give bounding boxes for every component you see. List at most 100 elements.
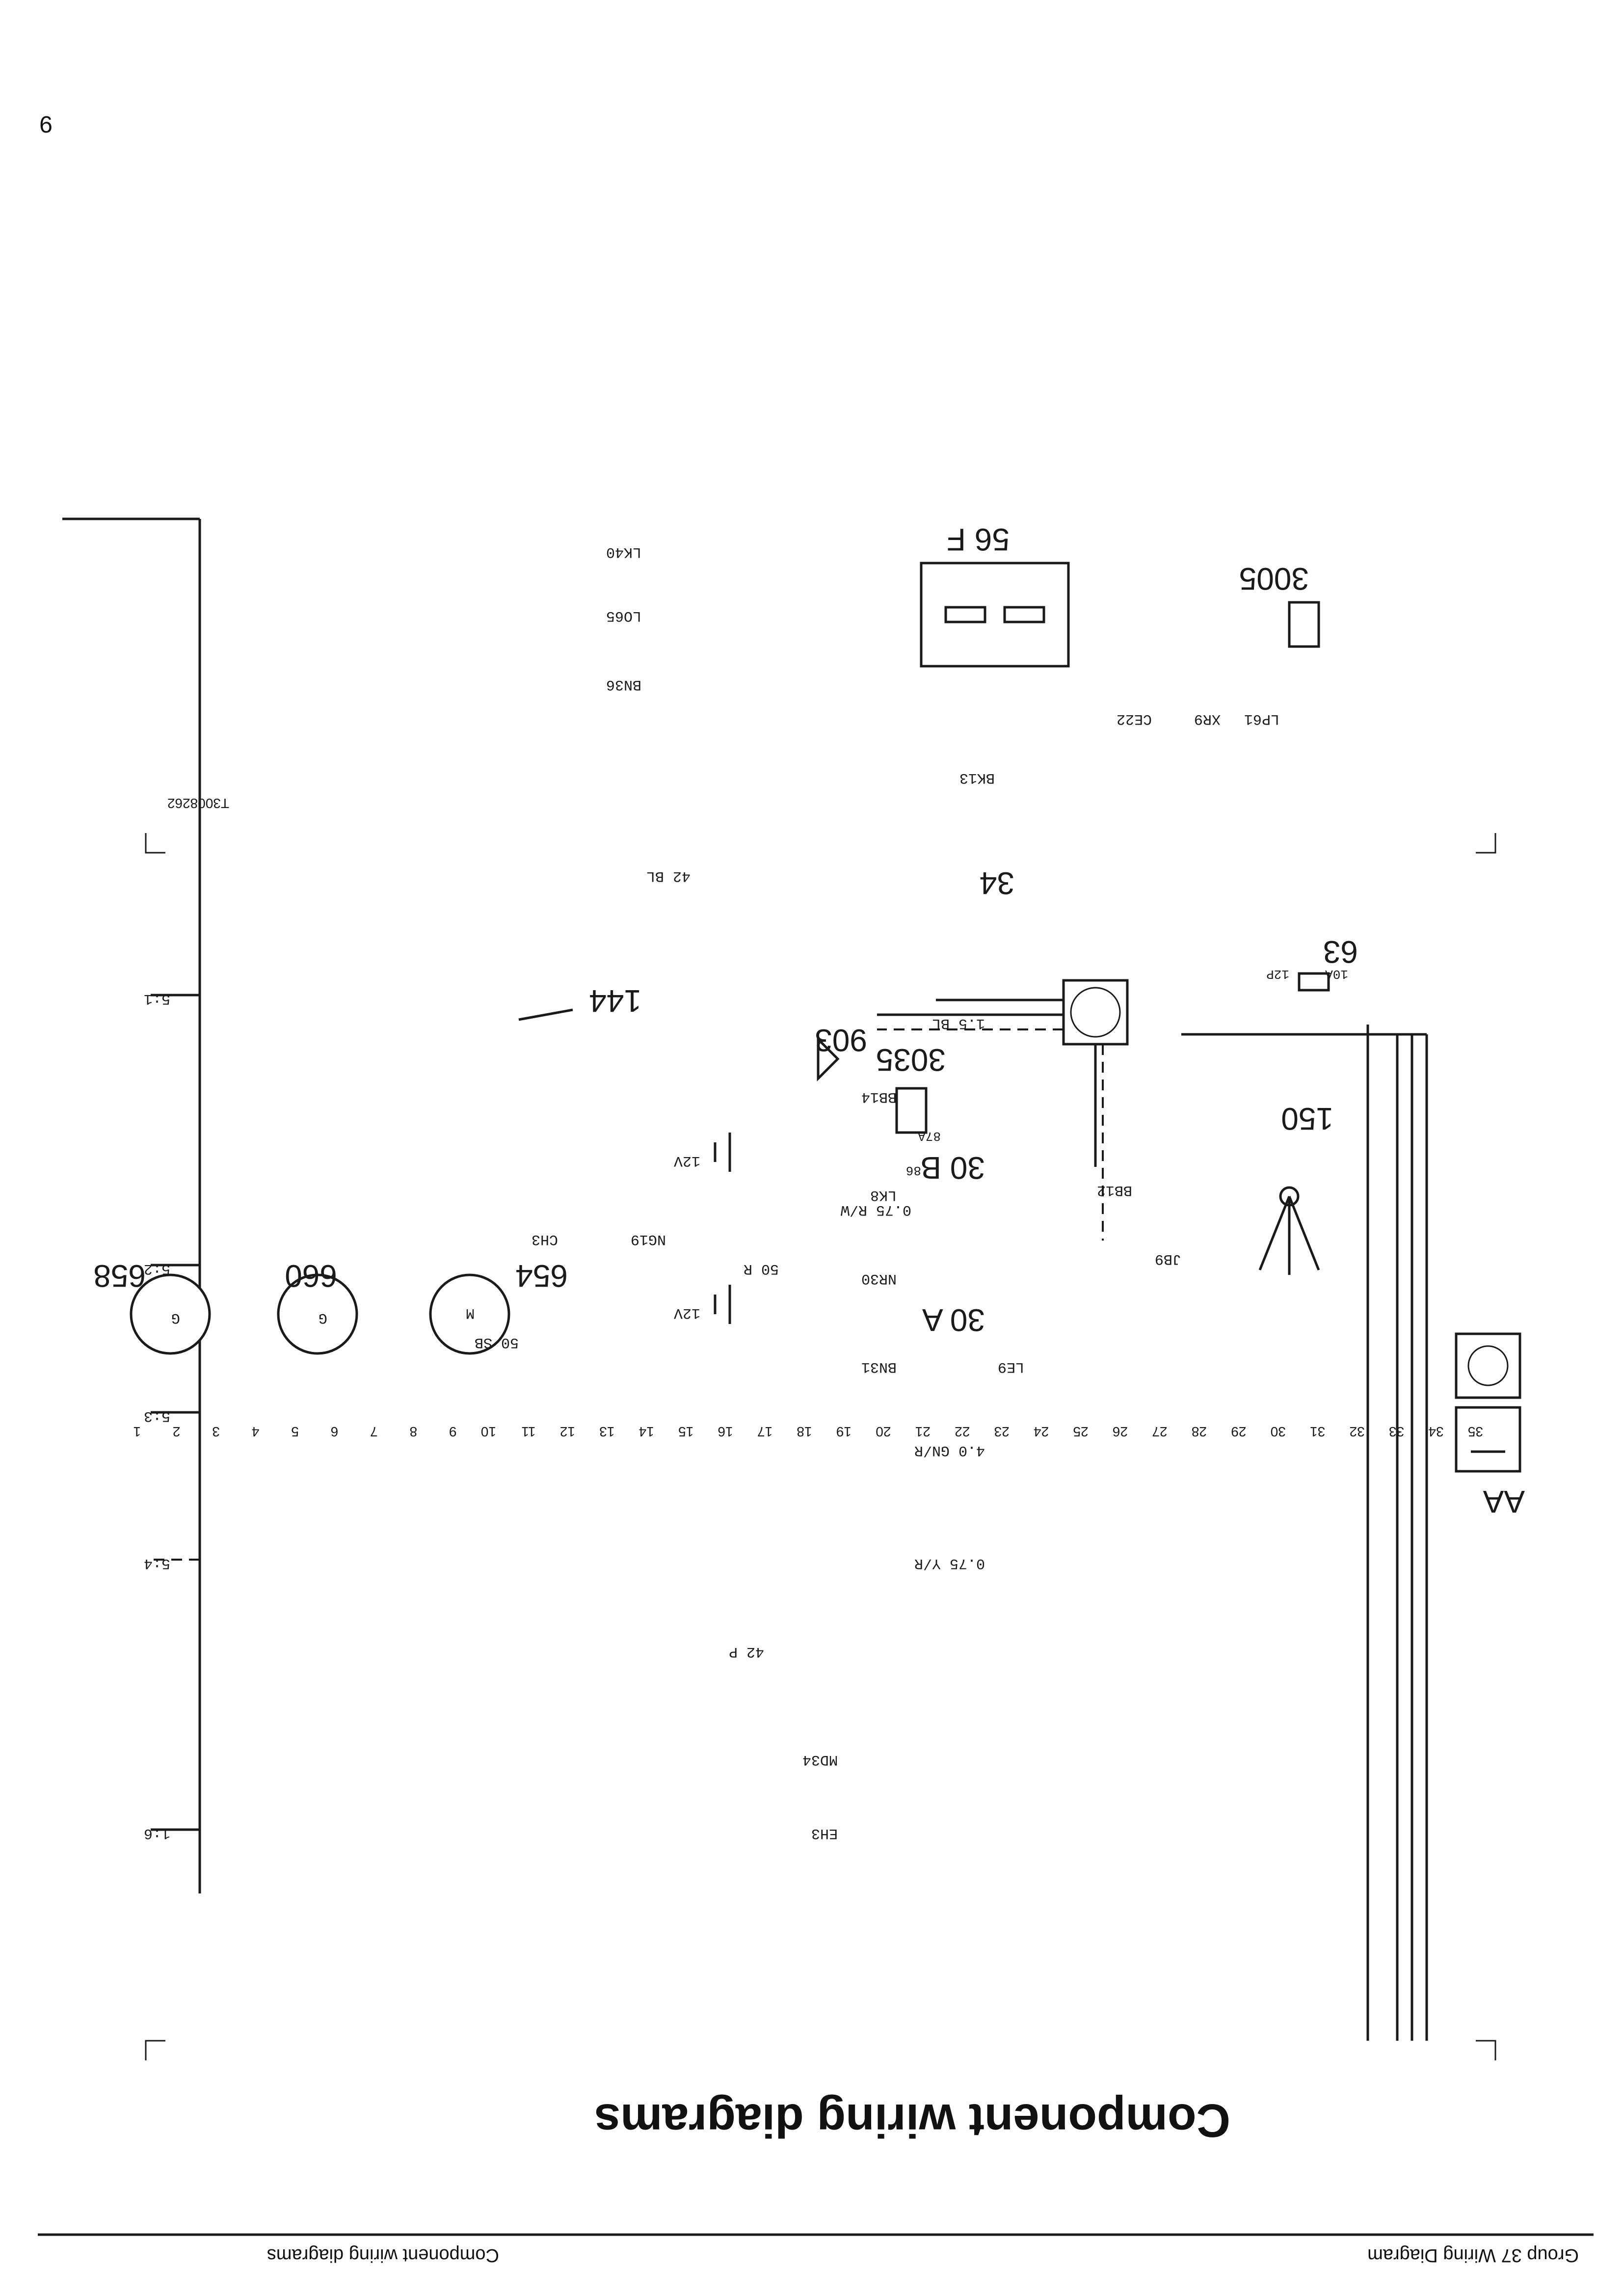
header-left: Group 37 Wiring Diagram [1367,2245,1579,2266]
fuse-5a [1003,606,1045,623]
grid-number: 16 [718,1424,733,1439]
ignition-switch [1288,1196,1320,1270]
wire-label: 0.75 R/W [841,1201,911,1218]
corner-mark [145,2040,165,2060]
grid-number: 6 [331,1424,339,1439]
grid-number: 15 [678,1424,693,1439]
wire-label: 50 R [744,1260,779,1277]
component-150: 150 [1281,1101,1333,1136]
fuse-63 [1298,972,1330,992]
alternator-658-g: G [171,1309,180,1326]
component-56f: 56 F [947,522,1010,557]
component-658: 658 [93,1258,146,1294]
grid-number: 19 [836,1424,851,1439]
grid-number: 14 [639,1424,654,1439]
wire-label: 50 SB [475,1334,519,1351]
battery-30a-voltage: 12V [674,1304,700,1321]
grid-number: 18 [797,1424,812,1439]
wire-label: 1.5 BL [932,1015,985,1031]
connector-ce22: CE22 [1117,710,1152,727]
ignition-switch [1258,1196,1291,1270]
grid-number: 31 [1310,1424,1325,1439]
connector-bn31: BN31 [861,1358,897,1375]
grid-number: 20 [876,1424,891,1439]
grid-number: 23 [994,1424,1010,1439]
wire-label: 42 BL [646,867,691,884]
grid-number: 25 [1073,1424,1088,1439]
grid-number: 27 [1152,1424,1167,1439]
battery-30b: 30 B [920,1150,985,1186]
switch-144 [518,1008,573,1021]
terminal-86: 86 [906,1163,921,1178]
terminal-12p: 12P [1266,967,1289,981]
wire-label: 4.0 GN/R [914,1442,985,1459]
grid-number: 32 [1350,1424,1365,1439]
connector-lk8: LK8 [870,1187,897,1203]
grid-number: 26 [1113,1424,1128,1439]
corner-mark [1476,833,1496,854]
ref-5-2: 5:2 [144,1260,170,1277]
component-3005: 3005 [1239,561,1309,596]
central-box-34 [1070,987,1121,1038]
grid-number: 10 [481,1424,496,1439]
connector-le9: LE9 [998,1358,1024,1375]
grid-number: 24 [1034,1424,1049,1439]
drawing-id: T3008262 [167,796,229,811]
terminal-87a: 87A [918,1129,941,1143]
connector-lk40: LK40 [606,543,641,560]
wire-bundle [877,999,1104,1241]
terminal-10a: 10A [1325,967,1348,981]
page-title: Component wiring diagrams [594,2094,1230,2147]
battery-30b-voltage: 12V [674,1152,700,1169]
wire-label: 42 P [729,1643,764,1660]
grid-number: 5 [291,1424,299,1439]
relay-3035 [895,1087,928,1134]
ref-5-4: 5:4 [144,1555,170,1571]
component-660: 660 [285,1258,337,1294]
grid-number: 35 [1468,1424,1483,1439]
connector-ch3: CH3 [532,1231,558,1247]
grid-number: 12 [560,1424,575,1439]
connector-nr30: NR30 [861,1270,897,1287]
fuse-5a [944,606,986,623]
connector-bk13: BK13 [959,769,995,786]
grid-number: 29 [1231,1424,1246,1439]
terminal-m: M [466,1304,475,1321]
relay-3005 [1288,601,1320,648]
grid-number: 30 [1271,1424,1286,1439]
grid-number: 13 [599,1424,614,1439]
connector-jb9: JB9 [1155,1250,1181,1267]
fuse-box-56f [920,562,1070,668]
header-right: Component wiring diagrams [267,2245,499,2266]
grid-number: 4 [252,1424,260,1439]
alternator-658 [130,1273,211,1355]
ref-5-1: 5:1 [144,990,170,1007]
grid-number: 3 [212,1424,220,1439]
battery-icon [1455,1406,1521,1473]
connector-bn36: BN36 [606,676,641,693]
component-3035: 3035 [876,1042,946,1078]
connector-ng19: NG19 [631,1231,666,1247]
grid-number: 17 [757,1424,772,1439]
central-box-34 [1062,979,1129,1046]
grid-number: 34 [1428,1424,1443,1439]
battery-30a: 30 A [922,1302,985,1338]
connector-eh3: EH3 [811,1825,838,1841]
grid-number: 2 [173,1424,181,1439]
grid-number: 11 [521,1424,535,1439]
grid-number: 1 [133,1424,141,1439]
connector-lo65: LO65 [606,607,641,624]
circular-arrow-icon [1467,1345,1509,1386]
component-144: 144 [589,983,641,1019]
grid-number: 21 [915,1424,931,1439]
connector-md34: MD34 [802,1751,838,1768]
ref-1-6: 1:6 [144,1825,170,1841]
component-903: 903 [815,1023,867,1058]
page-number: 9 [39,111,53,137]
grid-number: 28 [1192,1424,1207,1439]
component-63: 63 [1323,934,1358,970]
component-34: 34 [980,865,1014,901]
